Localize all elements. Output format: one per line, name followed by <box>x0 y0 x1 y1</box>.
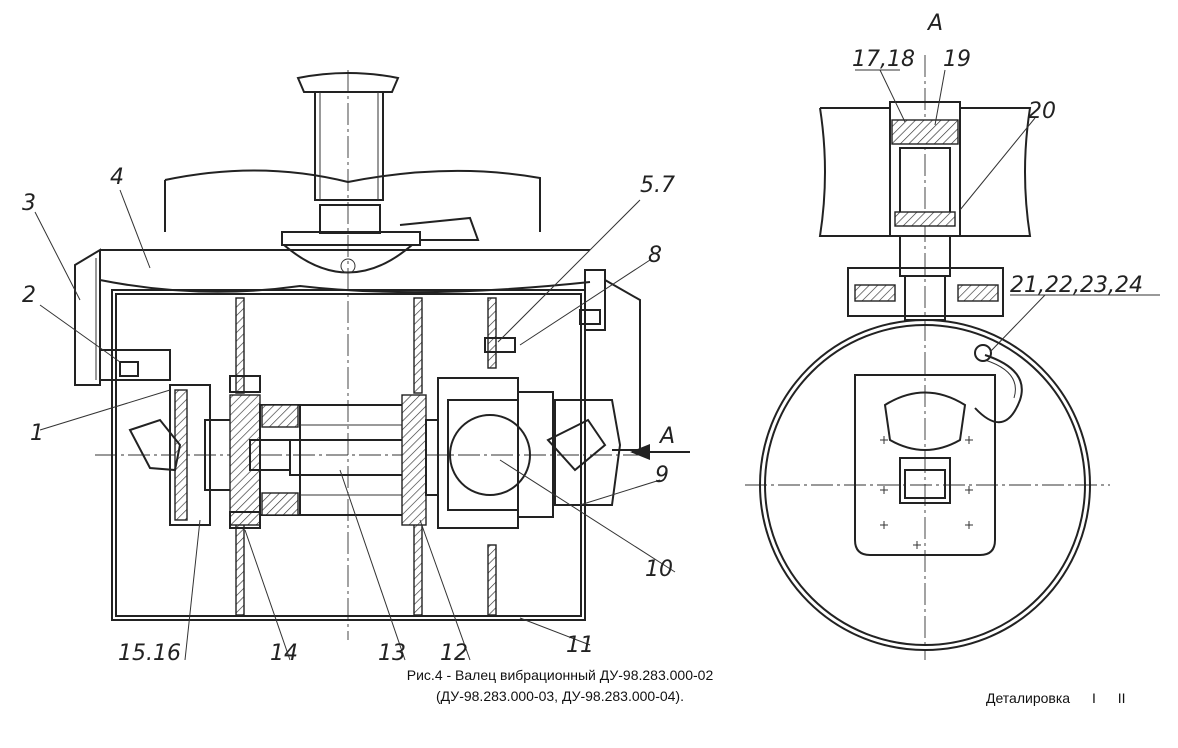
callout-4: 4 <box>110 165 124 190</box>
footer-section-link[interactable]: Деталировка <box>986 690 1071 706</box>
footer-tab-1[interactable]: I <box>1091 690 1096 706</box>
callout-13: 13 <box>378 641 406 666</box>
callout-2: 2 <box>22 283 36 308</box>
side-section-view: A 1 2 3 4 5.7 8 9 10 11 12 13 14 <box>22 70 690 666</box>
callout-21-24: 21,22,23,24 <box>1010 273 1143 298</box>
callout-10: 10 <box>645 557 673 582</box>
footer-tab-2[interactable]: II <box>1117 690 1126 706</box>
callout-11: 11 <box>566 633 594 658</box>
callouts-view-a: 17,18 19 20 21,22,23,24 <box>852 47 1160 353</box>
callouts-left: 1 2 3 4 5.7 8 9 10 11 12 13 14 15.16 <box>22 165 676 666</box>
figure-caption-title: Рис.4 - Валец вибрационный ДУ-98.283.000… <box>406 667 714 683</box>
callout-5-7: 5.7 <box>640 173 675 198</box>
callout-3: 3 <box>22 191 36 216</box>
callout-20: 20 <box>1028 99 1056 124</box>
callout-14: 14 <box>270 641 298 666</box>
view-arrow-label: A <box>658 424 675 449</box>
figure-caption-subtitle: (ДУ-98.283.000-03, ДУ-98.283.000-04). <box>436 688 684 704</box>
view-a-title: A <box>926 11 943 36</box>
callout-9: 9 <box>655 463 669 488</box>
view-a: A <box>745 11 1160 660</box>
callout-15-16: 15.16 <box>118 641 181 666</box>
callout-17-18: 17,18 <box>852 47 915 72</box>
callout-19: 19 <box>943 47 971 72</box>
footer-nav: Деталировка I II <box>986 690 1144 706</box>
callout-1: 1 <box>30 421 44 446</box>
callout-8: 8 <box>648 243 662 268</box>
callout-12: 12 <box>440 641 468 666</box>
